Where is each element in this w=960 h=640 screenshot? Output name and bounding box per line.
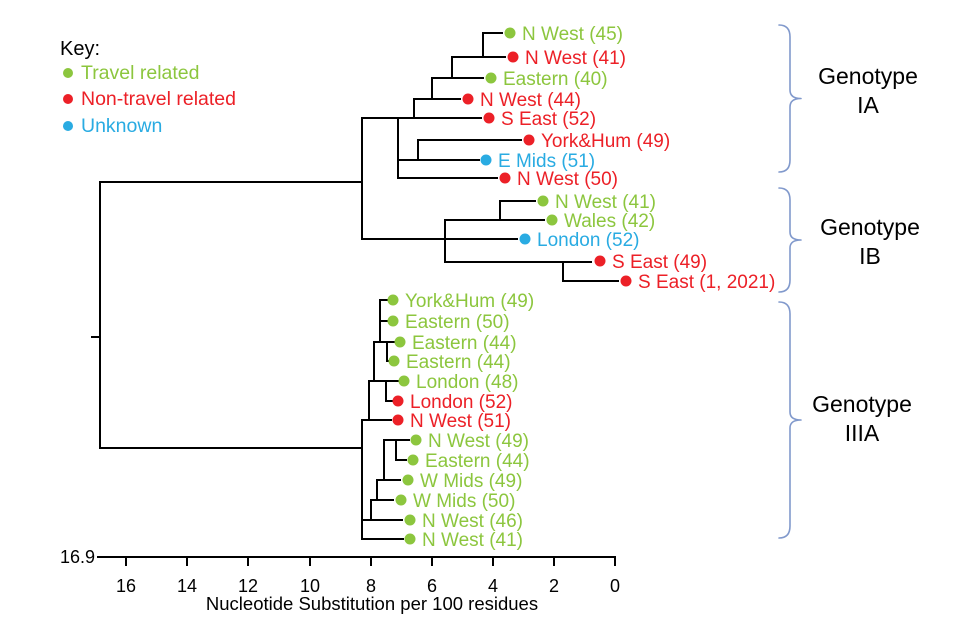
tip-dot — [480, 154, 492, 166]
tree-branches — [91, 32, 619, 540]
genotype-ia-bracket — [778, 24, 802, 173]
axis-tick-0: 0 — [610, 576, 620, 596]
axis-tick-10: 10 — [300, 576, 320, 596]
axis-tick-2: 2 — [549, 576, 559, 596]
key-dot-travel — [63, 68, 73, 78]
tip-label: E Mids (51) — [498, 151, 595, 172]
tip-dot — [404, 514, 416, 526]
tip-label: Eastern (44) — [425, 451, 530, 472]
tip-dot — [388, 355, 400, 367]
tip-label: N West (41) — [555, 192, 656, 213]
axis-tick-16: 16 — [116, 576, 136, 596]
tip-dot — [462, 93, 474, 105]
tip-dot — [395, 494, 407, 506]
key-dot-unknown — [63, 121, 73, 131]
tip-label: W Mids (49) — [420, 471, 522, 492]
tip-dot — [483, 112, 495, 124]
tip-label: N West (50) — [517, 169, 618, 190]
tip-dot — [499, 172, 511, 184]
tip-label: S East (52) — [501, 109, 596, 130]
axis-tick-14: 14 — [177, 576, 197, 596]
key-title: Key: — [60, 38, 100, 60]
tip-label: N West (41) — [422, 530, 523, 551]
tip-label: S East (1, 2021) — [638, 272, 775, 293]
tip-dot — [620, 275, 632, 287]
tip-label: London (52) — [537, 230, 639, 251]
tip-dot — [519, 233, 531, 245]
tip-dot — [387, 315, 399, 327]
tip-dot — [398, 375, 410, 387]
tip-dot — [407, 454, 419, 466]
key-label-travel: Travel related — [81, 62, 200, 84]
tip-dot — [507, 51, 519, 63]
axis-tick-8: 8 — [366, 576, 376, 596]
root-scale-label: 16.9 — [60, 547, 95, 567]
key-label-unknown: Unknown — [81, 115, 162, 137]
tip-label: N West (46) — [422, 511, 523, 532]
tip-dot — [404, 533, 416, 545]
tip-dot — [394, 336, 406, 348]
tip-label: N West (45) — [522, 24, 623, 45]
tip-label: N West (49) — [428, 431, 529, 452]
genotype-iiia-bracket — [778, 301, 802, 539]
tip-label: York&Hum (49) — [405, 291, 534, 312]
genotype-ib-label-line2: IB — [859, 243, 881, 269]
axis-tick-6: 6 — [427, 576, 437, 596]
genotype-iiia-label-line1: Genotype — [812, 391, 912, 417]
genotype-iiia-label-line2: IIIA — [845, 420, 880, 446]
tip-dot — [392, 414, 404, 426]
genotype-ia-label-line1: Genotype — [818, 63, 918, 89]
tip-label: N West (44) — [480, 90, 581, 111]
genotype-ia-label-line2: IA — [857, 92, 879, 118]
tip-label: W Mids (50) — [413, 491, 515, 512]
tip-label: N West (51) — [410, 411, 511, 432]
tip-dot — [537, 195, 549, 207]
tip-dot — [392, 395, 404, 407]
tip-label: Eastern (44) — [406, 352, 511, 373]
axis-title: Nucleotide Substitution per 100 residues — [206, 593, 538, 614]
tip-dot — [546, 214, 558, 226]
substitution-axis — [97, 556, 616, 566]
tip-label: York&Hum (49) — [541, 131, 670, 152]
tip-label: London (48) — [416, 372, 518, 393]
tip-dot — [485, 72, 497, 84]
tip-dot — [410, 434, 422, 446]
genotype-ib-label-line1: Genotype — [820, 214, 920, 240]
tip-label: Eastern (40) — [503, 69, 608, 90]
tip-dot — [387, 294, 399, 306]
tip-label: N West (41) — [525, 48, 626, 69]
tip-dot — [594, 255, 606, 267]
tip-dot — [523, 134, 535, 146]
genotype-ib-bracket — [778, 187, 802, 293]
key-label-non-travel: Non-travel related — [81, 88, 236, 110]
tip-label: S East (49) — [612, 252, 707, 273]
axis-tick-12: 12 — [238, 576, 258, 596]
tip-dot — [504, 27, 516, 39]
tip-label: Eastern (50) — [405, 312, 510, 333]
tip-label: Eastern (44) — [412, 333, 517, 354]
key-dot-non-travel — [63, 94, 73, 104]
tip-label: London (52) — [410, 392, 512, 413]
tip-label: Wales (42) — [564, 211, 655, 232]
axis-tick-4: 4 — [488, 576, 498, 596]
tip-dot — [402, 474, 414, 486]
